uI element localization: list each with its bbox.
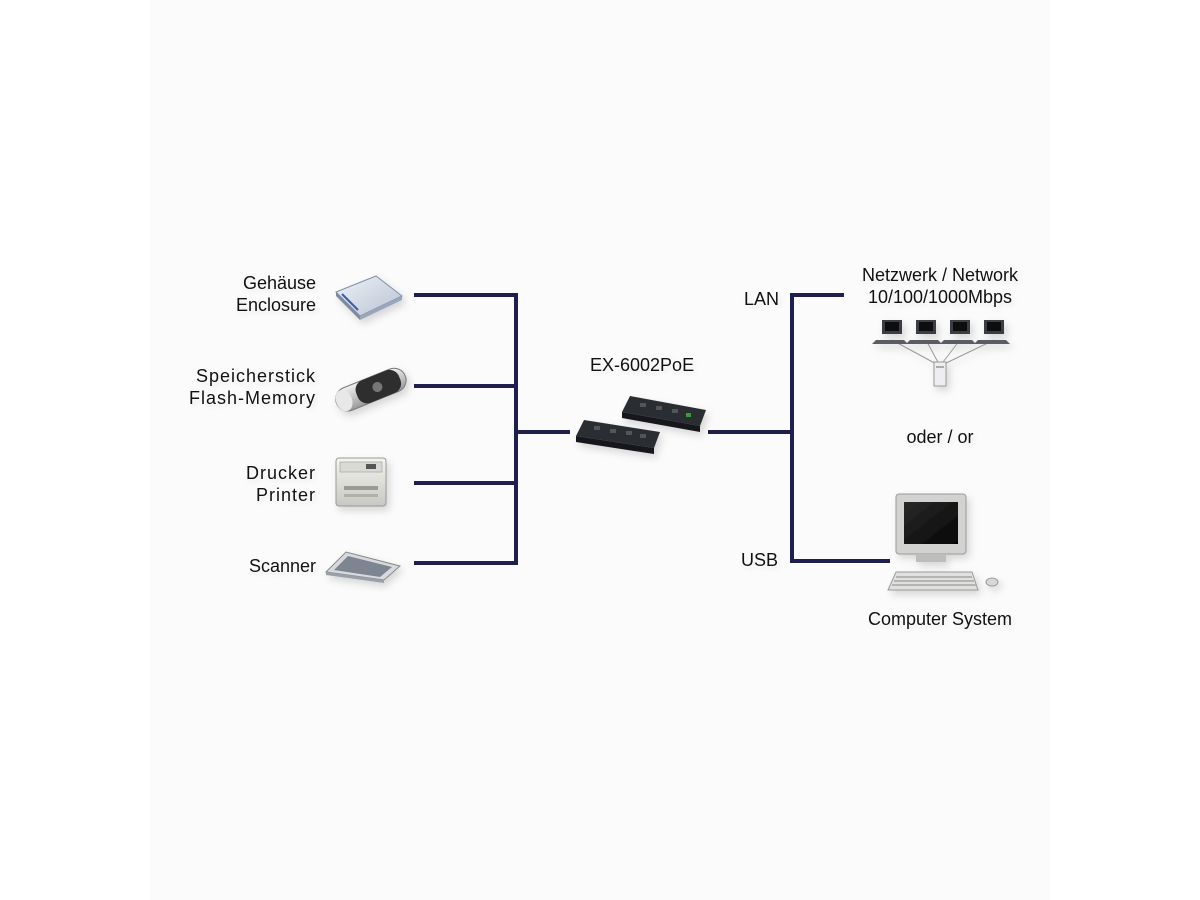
- printer-label-en: Printer: [255, 485, 316, 505]
- printer-label: Drucker Printer: [246, 462, 316, 506]
- hub-back-unit: [622, 396, 706, 432]
- hub-title: EX-6002PoE: [590, 355, 695, 375]
- printer-icon: [335, 457, 387, 507]
- or-separator: oder / or: [906, 427, 974, 447]
- hub-front-unit: [576, 420, 660, 454]
- diagram-background: [150, 0, 1050, 900]
- enclosure-label: Gehäuse Enclosure: [236, 272, 316, 316]
- network-label-line1: Netzwerk / Network: [861, 265, 1019, 285]
- network-label: Netzwerk / Network 10/100/1000Mbps: [840, 264, 1040, 308]
- enclosure-icon: [335, 275, 403, 320]
- printer-label-de: Drucker: [245, 463, 316, 483]
- desktop-computer-icon: [887, 493, 999, 591]
- lan-label: LAN: [744, 289, 780, 309]
- scanner-label: Scanner: [249, 555, 316, 577]
- usb-hub-icon: [576, 396, 706, 454]
- scanner-label-text: Scanner: [248, 556, 316, 576]
- flash-memory-label: Speicherstick Flash-Memory: [189, 365, 316, 409]
- flash-memory-label-en: Flash-Memory: [188, 388, 316, 408]
- scanner-icon: [324, 551, 402, 583]
- connection-lines: [414, 293, 890, 565]
- network-computers-icon: [872, 320, 1010, 387]
- usb-label: USB: [741, 550, 779, 570]
- enclosure-label-en: Enclosure: [235, 295, 316, 315]
- enclosure-label-de: Gehäuse: [242, 273, 316, 293]
- usb-stick-icon: [335, 367, 407, 412]
- network-label-line2: 10/100/1000Mbps: [867, 287, 1013, 307]
- flash-memory-label-de: Speicherstick: [195, 366, 316, 386]
- computer-system-label: Computer System: [867, 609, 1013, 629]
